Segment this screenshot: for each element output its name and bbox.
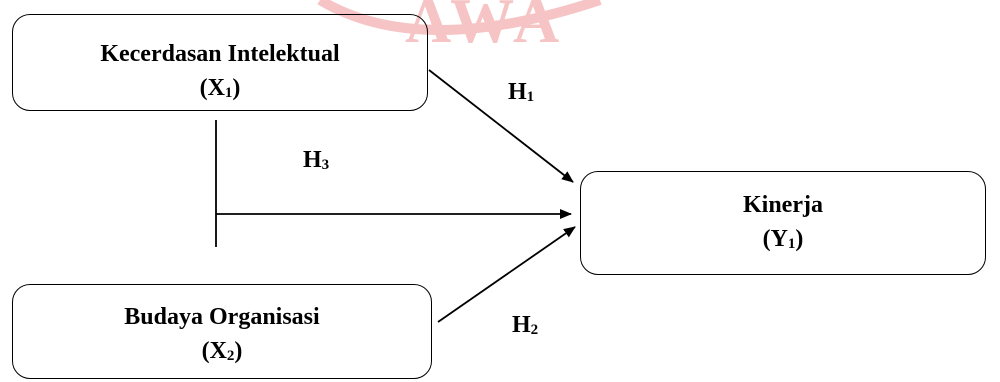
node-x1-code: (X1) bbox=[199, 75, 241, 101]
arrow-h1 bbox=[428, 69, 574, 183]
hypothesis-h2-label: H2 bbox=[512, 312, 539, 338]
node-y1-name: Kinerja bbox=[743, 191, 823, 218]
node-x2-code: (X2) bbox=[201, 338, 243, 364]
node-x1-name: Kecerdasan Intelektual bbox=[100, 41, 340, 67]
hypothesis-h3-label: H3 bbox=[303, 147, 330, 173]
node-x1-box: Kecerdasan Intelektual (X1) bbox=[12, 14, 428, 111]
node-y1-code: (Y1) bbox=[762, 225, 804, 252]
node-x2-box: Budaya Organisasi (X2) bbox=[12, 284, 432, 379]
hypothesis-h1-label: H1 bbox=[508, 79, 535, 105]
node-x2-name: Budaya Organisasi bbox=[124, 304, 320, 330]
node-y1-box: Kinerja (Y1) bbox=[580, 171, 986, 275]
arrow-h2 bbox=[437, 226, 576, 323]
